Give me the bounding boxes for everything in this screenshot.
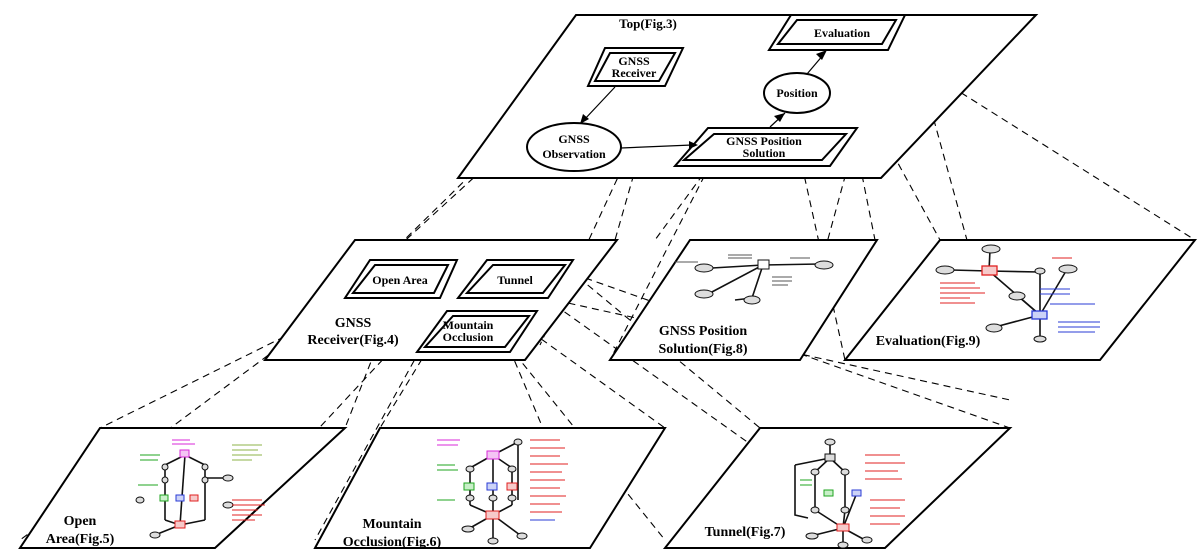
svg-text:Evaluation: Evaluation bbox=[814, 26, 870, 40]
evaluation-plane: Evaluation(Fig.9) bbox=[842, 239, 1198, 361]
mountain-occlusion-plane: Mountain Occlusion(Fig.6) bbox=[313, 427, 667, 550]
gnss-receiver-plane: Open Area Tunnel Mountain Occlusion GNSS… bbox=[263, 239, 620, 361]
top-plane: Top(Fig.3) GNSS Receiver GNSS Observatio… bbox=[456, 14, 1039, 179]
svg-text:Observation: Observation bbox=[542, 147, 606, 161]
gnss-position-solution-box: GNSS Position Solution bbox=[672, 127, 859, 167]
svg-text:Occlusion: Occlusion bbox=[443, 330, 494, 344]
gnss-observation-node: GNSS Observation bbox=[526, 122, 622, 172]
svg-text:Open Area: Open Area bbox=[372, 273, 427, 287]
svg-text:Mountain: Mountain bbox=[362, 517, 421, 532]
fig9-mini-graph bbox=[935, 244, 1100, 343]
svg-text:Position: Position bbox=[776, 86, 818, 100]
svg-text:Mountain: Mountain bbox=[443, 318, 494, 332]
top-plane-title: Top(Fig.3) bbox=[619, 16, 677, 31]
svg-text:GNSS Position: GNSS Position bbox=[726, 134, 802, 148]
svg-text:Solution: Solution bbox=[743, 146, 786, 160]
svg-text:Tunnel(Fig.7): Tunnel(Fig.7) bbox=[705, 525, 786, 540]
fig7-mini-graph bbox=[794, 438, 905, 549]
svg-text:GNSS: GNSS bbox=[618, 54, 650, 68]
fig8-mini-graph bbox=[675, 254, 834, 305]
mountain-occlusion-box: Mountain Occlusion bbox=[415, 310, 539, 353]
gnss-receiver-box: GNSS Receiver bbox=[586, 47, 685, 87]
svg-text:GNSS: GNSS bbox=[558, 132, 590, 146]
svg-text:GNSS: GNSS bbox=[335, 316, 372, 331]
svg-text:Area(Fig.5): Area(Fig.5) bbox=[46, 532, 115, 547]
gnss-position-solution-plane: GNSS Position Solution(Fig.8) bbox=[608, 239, 879, 361]
svg-text:Receiver: Receiver bbox=[612, 66, 657, 80]
svg-text:Solution(Fig.8): Solution(Fig.8) bbox=[658, 342, 747, 357]
tunnel-box: Tunnel bbox=[455, 259, 575, 299]
tunnel-plane: Tunnel(Fig.7) bbox=[662, 427, 1013, 549]
svg-text:Occlusion(Fig.6): Occlusion(Fig.6) bbox=[343, 535, 442, 550]
top-arrows bbox=[580, 50, 827, 149]
fig6-mini-graph bbox=[437, 438, 568, 545]
svg-text:Evaluation(Fig.9): Evaluation(Fig.9) bbox=[876, 334, 981, 349]
position-node: Position bbox=[763, 72, 831, 114]
evaluation-box: Evaluation bbox=[767, 14, 907, 51]
svg-text:Receiver(Fig.4): Receiver(Fig.4) bbox=[307, 333, 399, 348]
svg-text:GNSS Position: GNSS Position bbox=[659, 324, 748, 339]
fig5-mini-graph bbox=[135, 439, 265, 539]
svg-text:Tunnel: Tunnel bbox=[497, 273, 533, 287]
open-area-box: Open Area bbox=[343, 259, 459, 299]
svg-text:Open: Open bbox=[64, 514, 97, 529]
open-area-plane: Open Area(Fig.5) bbox=[18, 427, 348, 549]
